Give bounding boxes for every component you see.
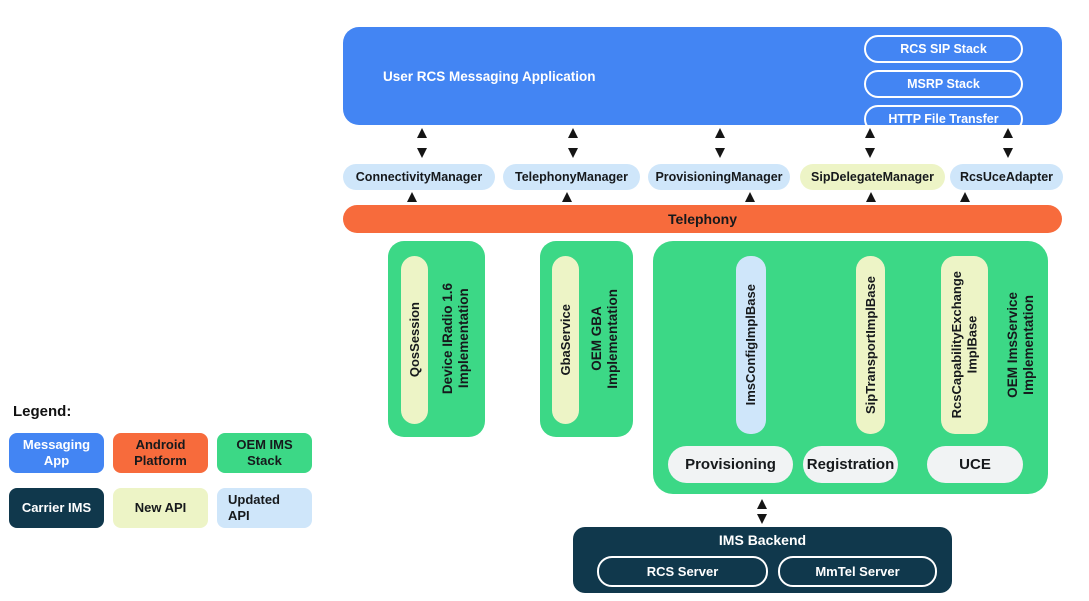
uce-pill: UCE — [927, 446, 1023, 483]
arrow-down-icon — [568, 148, 578, 158]
gba-impl-label: OEM GBA Implementation — [588, 289, 620, 389]
manager-pill-provisioningmanager: ProvisioningManager — [648, 164, 790, 190]
app-stack-pills: RCS SIP Stack MSRP Stack HTTP File Trans… — [864, 35, 1023, 133]
legend-item-oem-ims-stack: OEM IMS Stack — [217, 433, 312, 473]
arrow-down-icon — [417, 148, 427, 158]
rcscapabilityexchange-label: RcsCapabilityExchange ImplBase — [948, 271, 980, 419]
imsconfigimplbase-pill: ImsConfigImplBase — [736, 256, 766, 434]
registration-pill: Registration — [803, 446, 898, 483]
legend-item-new-api: New API — [113, 488, 208, 528]
arrow-up-icon — [865, 128, 875, 138]
arrow-down-icon — [757, 514, 767, 524]
legend-item-carrier-ims: Carrier IMS — [9, 488, 104, 528]
telephony-bar: Telephony — [343, 205, 1062, 233]
arrow-up-icon — [745, 192, 755, 202]
arrow-up-icon — [417, 128, 427, 138]
qossession-pill: QosSession — [401, 256, 428, 424]
iradio-impl-label: Device IRadio 1.6 Implementation — [439, 283, 471, 395]
arrow-down-icon — [715, 148, 725, 158]
gba-impl-label-box: OEM GBA Implementation — [582, 249, 628, 429]
legend-heading: Legend: — [13, 403, 72, 420]
manager-pill-telephonymanager: TelephonyManager — [503, 164, 640, 190]
rcscapabilityexchange-pill: RcsCapabilityExchange ImplBase — [941, 256, 988, 434]
gbaservice-pill: GbaService — [552, 256, 579, 424]
arrow-up-icon — [1003, 128, 1013, 138]
siptransportimplbase-label: SipTransportImplBase — [862, 276, 878, 414]
rcs-server-pill: RCS Server — [597, 556, 768, 587]
arrow-down-icon — [1003, 148, 1013, 158]
manager-pill-connectivitymanager: ConnectivityManager — [343, 164, 495, 190]
arrow-up-icon — [757, 499, 767, 509]
legend-item-messaging-app: Messaging App — [9, 433, 104, 473]
qossession-label: QosSession — [406, 302, 422, 378]
mmtel-server-pill: MmTel Server — [778, 556, 937, 587]
manager-pill-sipdelegatemanager: SipDelegateManager — [800, 164, 945, 190]
user-rcs-app-box — [343, 27, 1062, 125]
manager-pill-rcsuceadapter: RcsUceAdapter — [950, 164, 1063, 190]
rcs-sip-stack-pill: RCS SIP Stack — [864, 35, 1023, 63]
imsservice-impl-label-box: OEM ImsService Implementation — [998, 256, 1044, 434]
arrow-up-icon — [866, 192, 876, 202]
iradio-impl-label-box: Device IRadio 1.6 Implementation — [432, 249, 480, 429]
arrow-up-icon — [960, 192, 970, 202]
arrow-up-icon — [568, 128, 578, 138]
legend-item-updated-api: Updated API — [217, 488, 312, 528]
siptransportimplbase-pill: SipTransportImplBase — [856, 256, 885, 434]
arrow-up-icon — [562, 192, 572, 202]
arrow-up-icon — [715, 128, 725, 138]
arrow-up-icon — [407, 192, 417, 202]
provisioning-pill: Provisioning — [668, 446, 793, 483]
http-file-transfer-pill: HTTP File Transfer — [864, 105, 1023, 133]
gbaservice-label: GbaService — [557, 304, 573, 376]
imsconfigimplbase-label: ImsConfigImplBase — [743, 284, 759, 406]
msrp-stack-pill: MSRP Stack — [864, 70, 1023, 98]
legend-item-android-platform: Android Platform — [113, 433, 208, 473]
imsservice-impl-label: OEM ImsService Implementation — [1004, 292, 1036, 398]
user-rcs-app-title: User RCS Messaging Application — [383, 68, 596, 84]
ims-backend-title: IMS Backend — [718, 532, 807, 548]
arrow-down-icon — [865, 148, 875, 158]
